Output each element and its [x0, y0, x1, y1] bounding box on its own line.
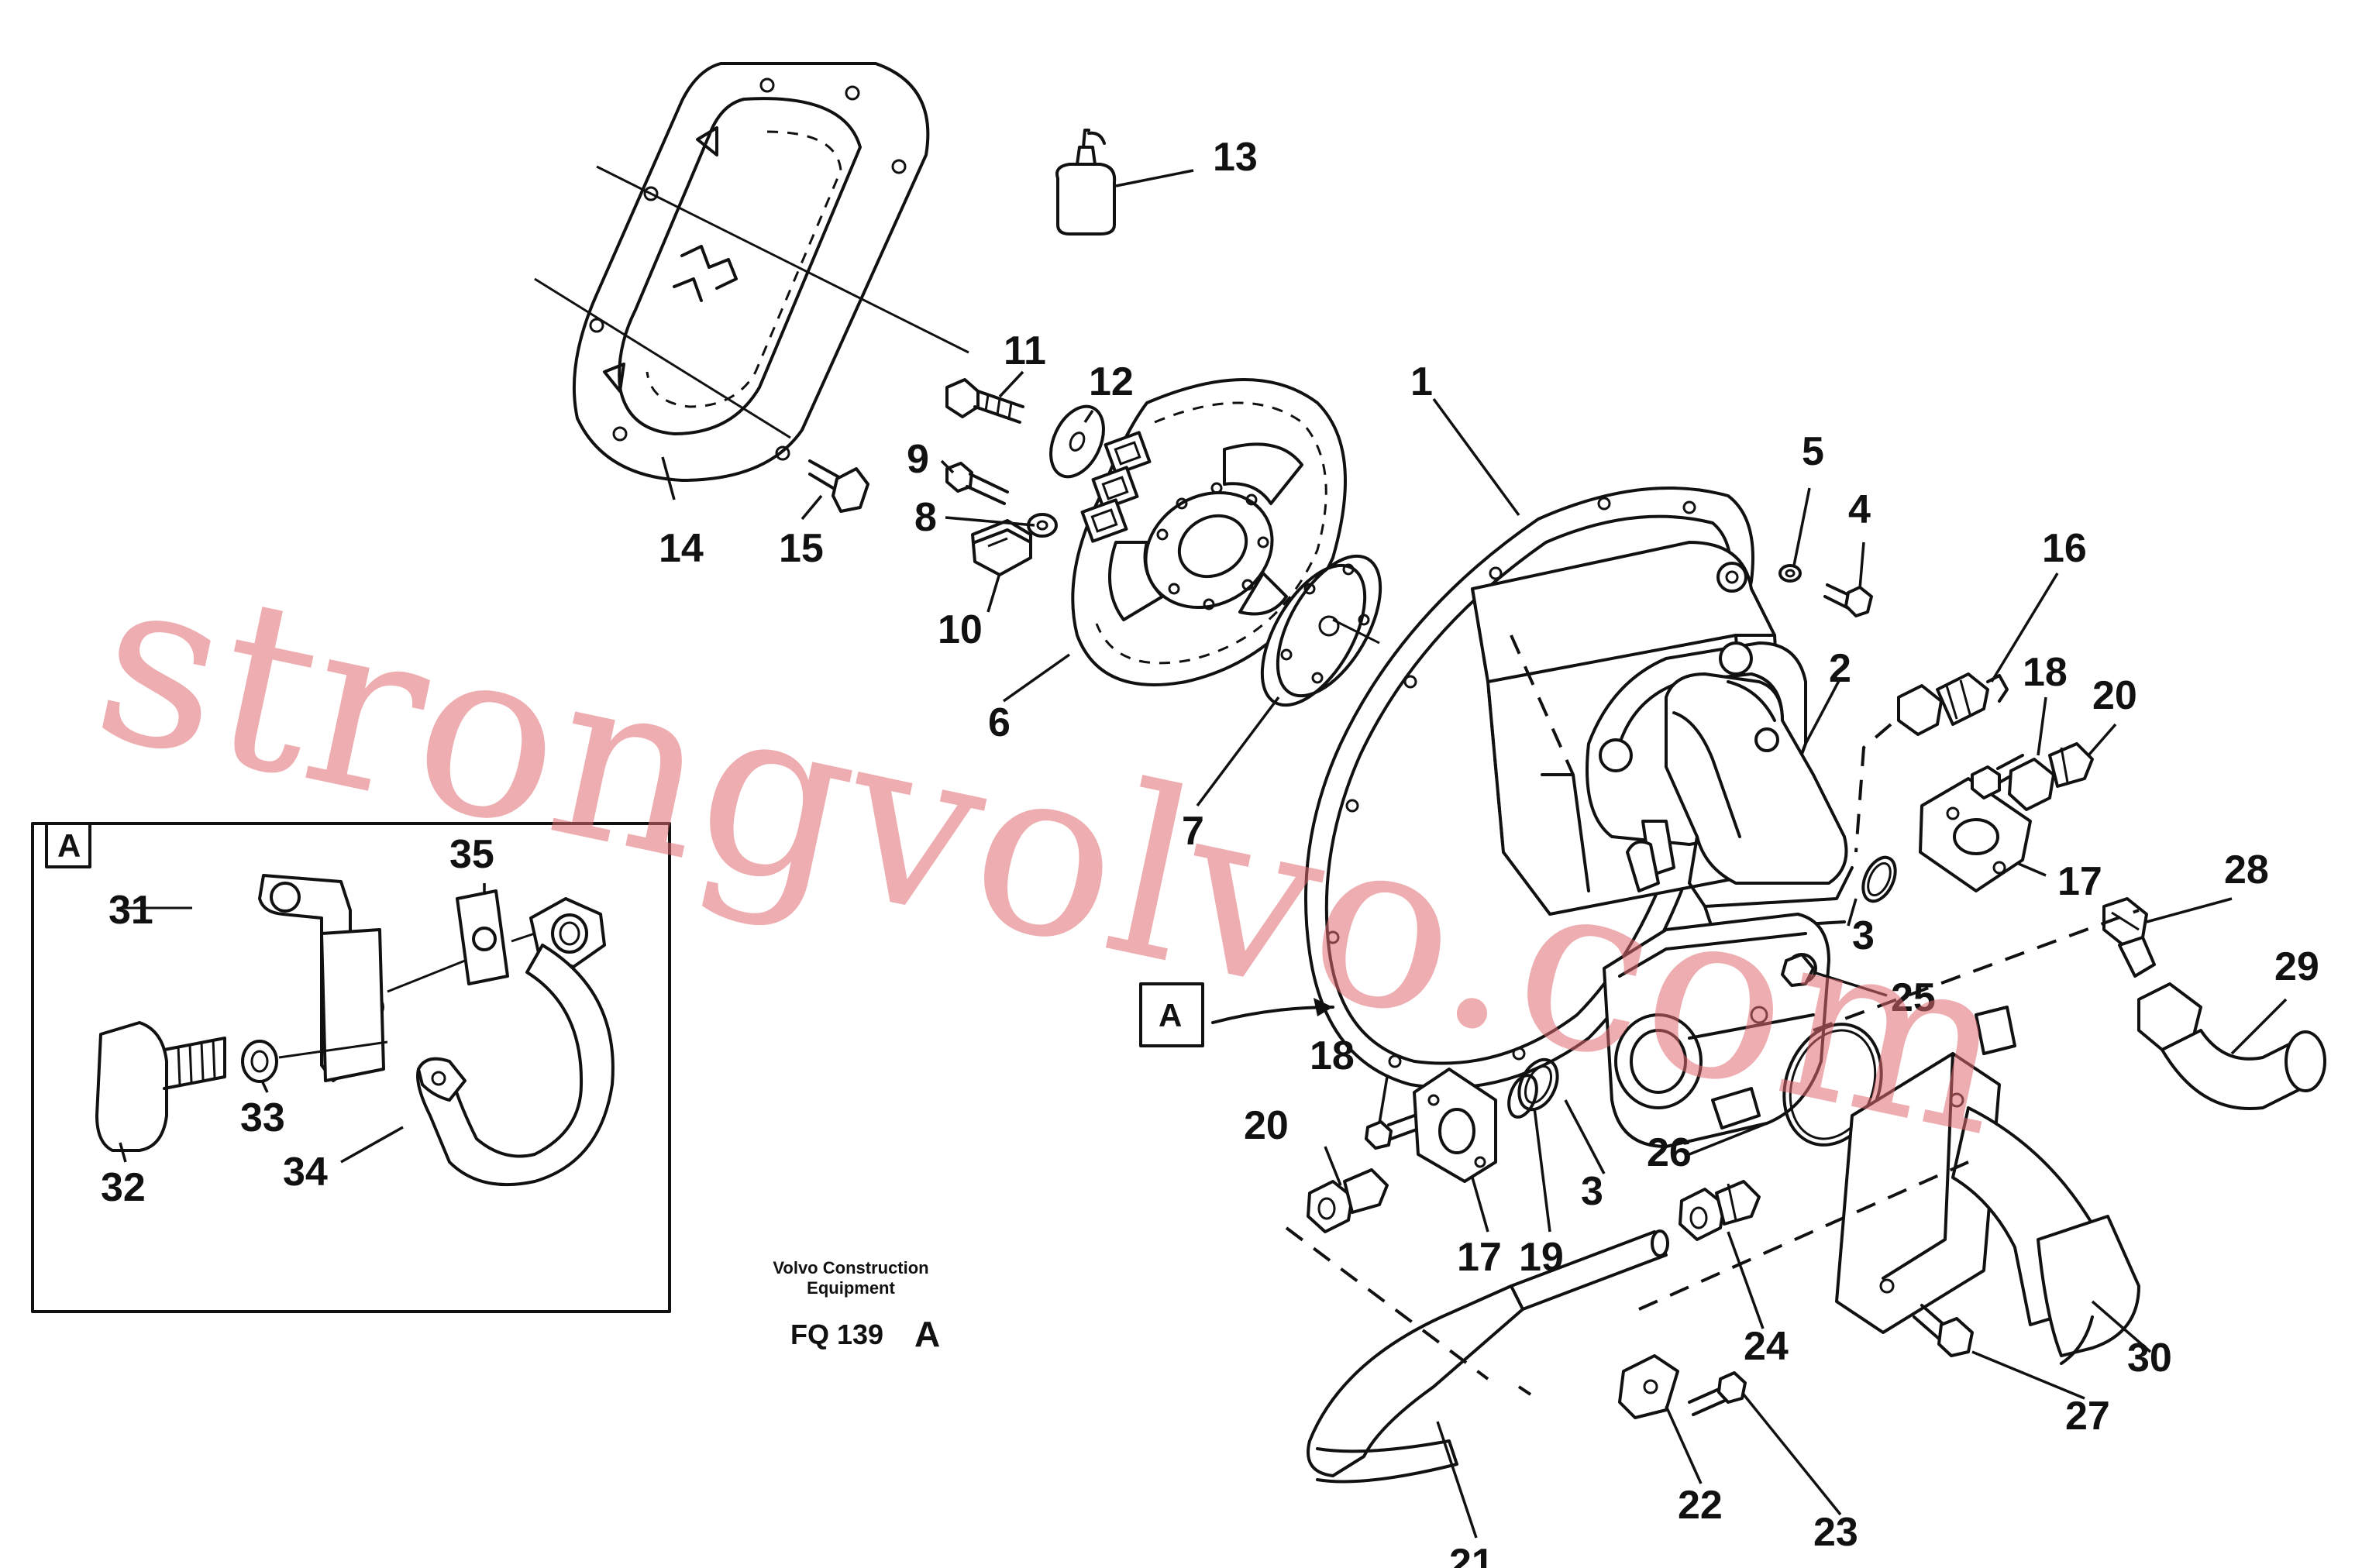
label-18-lower: 18	[1310, 1033, 1355, 1078]
part-4-bolt	[1823, 583, 1873, 617]
label-10: 10	[938, 607, 983, 652]
publisher-block: Volvo Construction Equipment FQ 139 A	[773, 1258, 940, 1354]
part-24-connector	[1679, 1180, 1761, 1241]
part-3-o-ring-upper	[1861, 855, 1897, 903]
part-23-screw	[1688, 1371, 1747, 1416]
label-19: 19	[1519, 1235, 1564, 1280]
label-9: 9	[907, 437, 929, 482]
label-20-upper: 20	[2092, 673, 2137, 718]
label-30: 30	[2127, 1336, 2172, 1381]
part-30-hose-flange	[1835, 1006, 2140, 1365]
damper-rubber-elements	[1080, 431, 1152, 543]
label-25: 25	[1891, 975, 1936, 1020]
label-16: 16	[2042, 526, 2087, 571]
part-20-adapter-upper	[2008, 742, 2094, 811]
detail-a-box-marker: A	[57, 827, 81, 864]
part-29-elbow-hose	[2137, 982, 2326, 1110]
part-12-washer	[1049, 404, 1105, 479]
part-25-plug	[1781, 953, 1815, 987]
label-11: 11	[1004, 328, 1046, 373]
part-14-flywheel-housing	[534, 62, 969, 482]
label-23: 23	[1813, 1510, 1858, 1555]
label-2: 2	[1829, 646, 1851, 691]
detail-a-box	[31, 822, 671, 1313]
part-number-labels: 1 2 3 3 4 5 6 7 8 9 10 11 12 13 14 15 16…	[101, 135, 2319, 1568]
part-27-bolt	[1913, 1304, 1974, 1357]
label-4: 4	[1848, 487, 1871, 532]
label-14: 14	[659, 526, 704, 571]
figure-code: FQ 139	[790, 1319, 883, 1350]
label-13: 13	[1213, 135, 1258, 180]
label-34: 34	[283, 1150, 328, 1195]
label-17-upper: 17	[2057, 859, 2102, 904]
part-15-bolt	[808, 459, 869, 513]
label-29: 29	[2274, 944, 2319, 989]
part-18-screw-lower	[1365, 1114, 1418, 1150]
leader-lines	[661, 169, 2288, 1539]
label-3-upper: 3	[1852, 913, 1875, 958]
part-13-sealant-bottle	[1055, 129, 1117, 236]
label-22: 22	[1678, 1483, 1723, 1528]
label-6: 6	[988, 700, 1011, 745]
label-26: 26	[1647, 1130, 1692, 1175]
label-31: 31	[108, 888, 153, 933]
detail-a-callout-letter: A	[1159, 997, 1182, 1033]
label-7: 7	[1182, 809, 1204, 854]
label-24: 24	[1744, 1324, 1789, 1369]
label-21: 21	[1449, 1541, 1494, 1568]
publisher-line-1: Volvo Construction	[773, 1258, 928, 1277]
label-3-lower: 3	[1581, 1169, 1603, 1214]
part-22-clip	[1618, 1354, 1679, 1419]
part-19-o-ring	[1507, 1074, 1538, 1119]
part-17-flange-lower	[1413, 1068, 1497, 1183]
part-10-damper-block	[971, 519, 1032, 576]
part-17-flange-upper	[1919, 777, 2032, 892]
part-2-hydraulic-pump	[1586, 641, 1854, 931]
part-7-hub	[1260, 554, 1382, 707]
part-21-hose	[1307, 1229, 1669, 1484]
detail-a-callout: A	[1139, 982, 1204, 1047]
label-5: 5	[1802, 429, 1824, 474]
part-5-washer	[1778, 564, 1802, 583]
part-9-bolt	[945, 462, 1009, 505]
label-17-lower: 17	[1457, 1235, 1502, 1280]
part-28-union	[2102, 897, 2156, 978]
label-12: 12	[1089, 359, 1134, 404]
label-18-upper: 18	[2023, 650, 2068, 695]
detail-a-callout-arrow	[1211, 998, 1334, 1024]
assembly-dashed-lines	[1285, 723, 2140, 1396]
part-16-fitting	[1897, 672, 2009, 736]
label-35: 35	[449, 832, 494, 877]
label-1: 1	[1410, 359, 1433, 404]
part-18-screw-upper	[1971, 754, 2026, 799]
part-20-adapter-lower	[1307, 1168, 1389, 1233]
label-15: 15	[779, 526, 824, 571]
part-11-bolt	[945, 378, 1024, 424]
label-20-lower: 20	[1244, 1103, 1289, 1148]
label-33: 33	[240, 1095, 285, 1140]
label-32: 32	[101, 1165, 146, 1210]
figure-variant: A	[914, 1314, 940, 1354]
label-8: 8	[914, 495, 937, 540]
label-28: 28	[2224, 848, 2269, 892]
label-27: 27	[2065, 1394, 2110, 1439]
publisher-line-2: Equipment	[807, 1278, 895, 1298]
